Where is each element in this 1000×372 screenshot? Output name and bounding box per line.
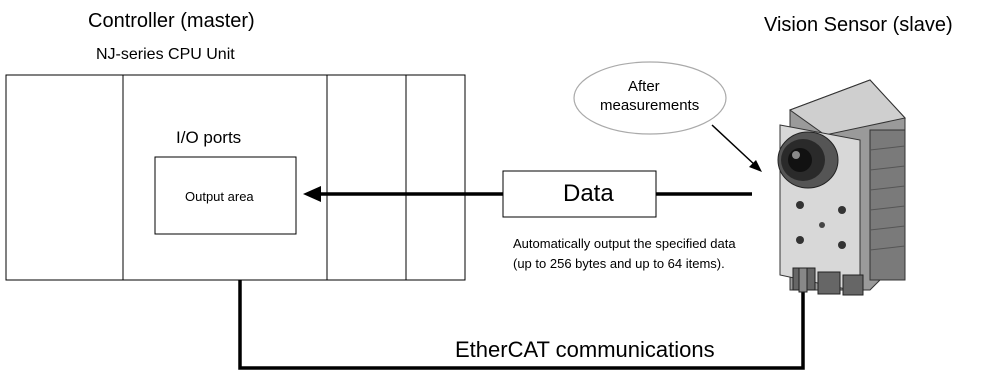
bubble-pointer-line [711,124,757,167]
pointer-head-icon [749,160,762,172]
cpu-unit-label: NJ-series CPU Unit [96,46,235,63]
vision-sensor-icon [777,79,906,296]
controller-title: Controller (master) [88,10,255,32]
output-area-box [154,156,297,235]
arrow-head-icon [303,186,321,202]
measurement-bubble [573,61,727,135]
data-box [502,170,657,218]
controller-rack-outline [5,74,466,281]
output-note: Automatically output the specified data … [513,236,736,271]
sensor-title: Vision Sensor (slave) [764,14,953,36]
io-ports-label: I/O ports [176,128,242,147]
bubble-text-line2: measurements [600,97,700,114]
controller-unit [5,74,466,281]
output-area-label: Output area [185,189,254,204]
data-label: Data [563,180,614,207]
bubble-text-line1: After [628,78,660,95]
ethercat-label: EtherCAT communications [455,337,715,362]
ethercat-cable [238,280,805,370]
